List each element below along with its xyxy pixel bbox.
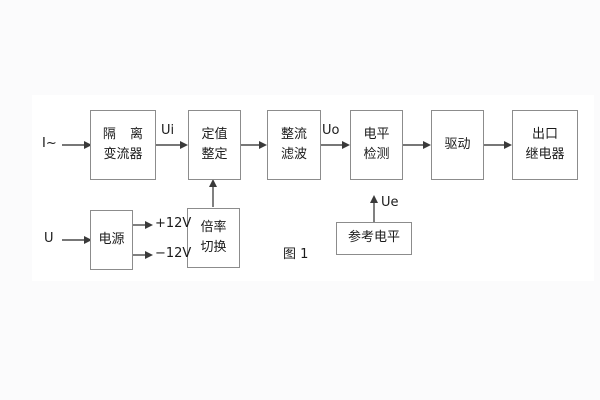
block-level-detection-line1: 电平 bbox=[363, 126, 390, 142]
block-setting-value-line1: 定值 bbox=[201, 126, 228, 142]
figure-caption: 图 1 bbox=[283, 247, 309, 262]
block-power-supply-line1: 电源 bbox=[98, 231, 125, 247]
rail-label-negative-12v: −12V bbox=[155, 246, 192, 261]
block-output-relay[interactable]: 出口 继电器 bbox=[512, 110, 578, 180]
input-label-current: I~ bbox=[42, 136, 57, 151]
block-multiplier-switch[interactable]: 倍率 切换 bbox=[187, 208, 240, 268]
signal-label-uo: Uo bbox=[322, 123, 340, 138]
block-reference-level-line1: 参考电平 bbox=[347, 230, 400, 246]
signal-label-ue: Ue bbox=[381, 195, 399, 210]
block-isolation-transformer[interactable]: 隔 离 变流器 bbox=[90, 110, 156, 180]
block-reference-level[interactable]: 参考电平 bbox=[336, 222, 412, 255]
input-label-voltage: U bbox=[44, 231, 54, 246]
block-output-relay-line2: 继电器 bbox=[525, 147, 565, 162]
rail-label-positive-12v: +12V bbox=[155, 216, 192, 231]
block-output-relay-line1: 出口 bbox=[531, 126, 558, 142]
block-driver[interactable]: 驱动 bbox=[431, 110, 484, 180]
block-level-detection[interactable]: 电平 检测 bbox=[350, 110, 403, 180]
block-rectifier-filter-line2: 滤波 bbox=[280, 147, 307, 162]
block-isolation-transformer-line1: 隔 离 bbox=[102, 126, 149, 142]
block-power-supply[interactable]: 电源 bbox=[90, 210, 133, 270]
block-level-detection-line2: 检测 bbox=[363, 147, 390, 162]
block-multiplier-switch-line1: 倍率 bbox=[200, 219, 227, 235]
block-multiplier-switch-line2: 切换 bbox=[200, 240, 227, 255]
block-rectifier-filter-line1: 整流 bbox=[280, 126, 307, 142]
block-setting-value[interactable]: 定值 整定 bbox=[188, 110, 241, 180]
signal-label-ui: Ui bbox=[161, 123, 175, 138]
block-rectifier-filter[interactable]: 整流 滤波 bbox=[267, 110, 321, 180]
block-setting-value-line2: 整定 bbox=[201, 147, 228, 162]
block-isolation-transformer-line2: 变流器 bbox=[103, 147, 143, 162]
block-driver-line1: 驱动 bbox=[444, 136, 471, 152]
